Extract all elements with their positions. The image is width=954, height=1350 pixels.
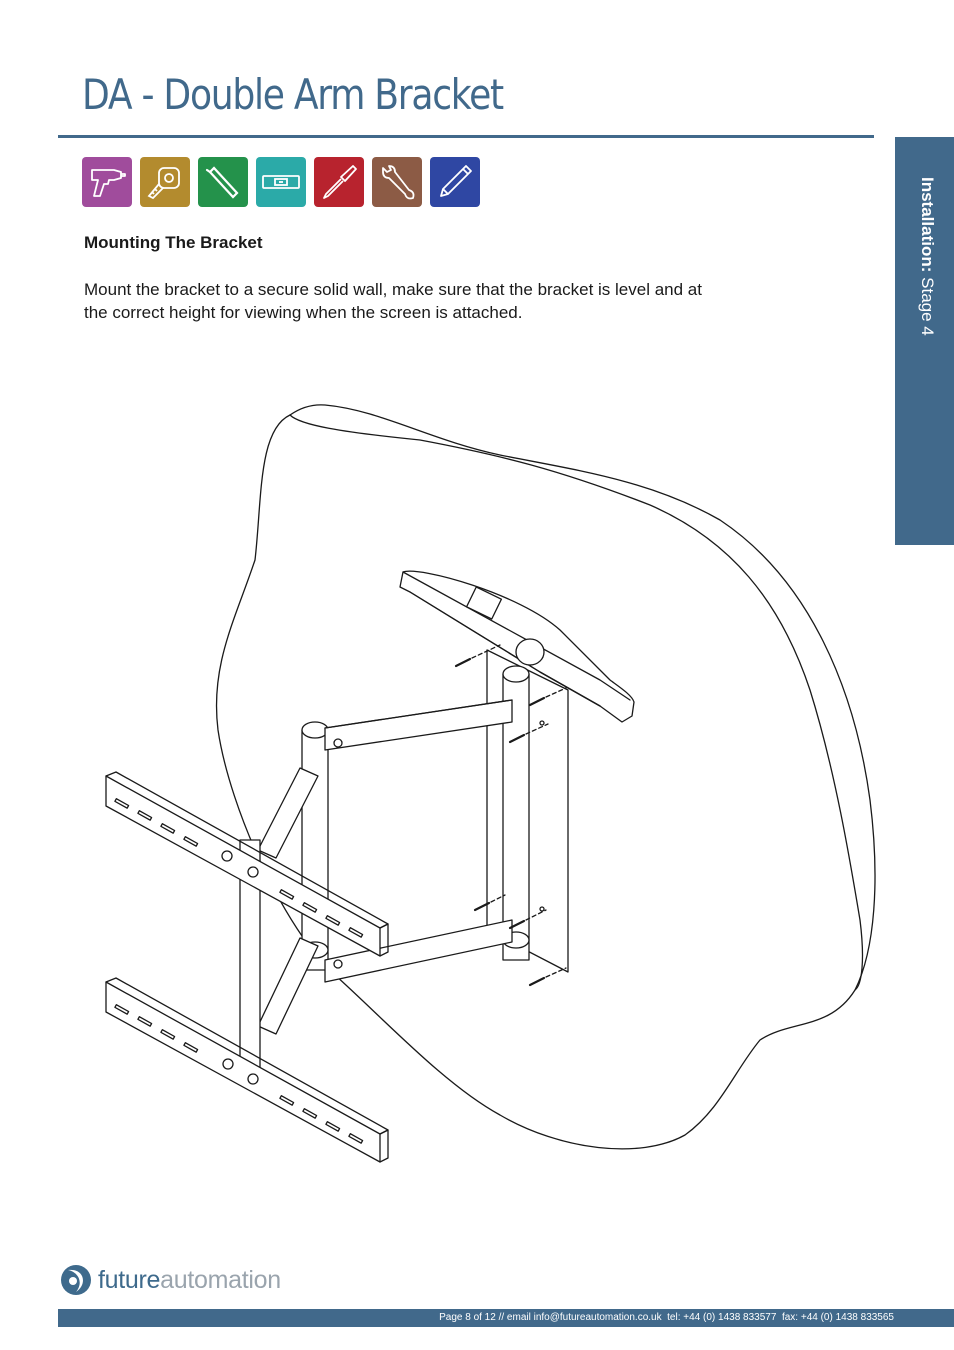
section-heading: Mounting The Bracket <box>84 233 263 252</box>
lower-brace <box>257 937 319 1035</box>
spirit-level-icon <box>256 157 306 207</box>
section-tab-label: Installation: Stage 4 <box>918 177 937 336</box>
lower-rail-slots <box>114 1004 364 1144</box>
fixing-screws <box>454 644 567 987</box>
tape-measure-icon <box>140 157 190 207</box>
lower-arm <box>324 919 513 983</box>
pencil-icon <box>430 157 480 207</box>
section-tab: Installation: Stage 4 <box>895 137 954 545</box>
upper-rail-slots <box>114 798 364 938</box>
upper-brace <box>257 767 319 859</box>
logo-wordmark: futureautomation <box>98 1265 281 1294</box>
logo-swirl-icon <box>61 1265 91 1295</box>
screwdriver-icon <box>314 157 364 207</box>
wrench-icon <box>372 157 422 207</box>
title-divider <box>58 135 874 138</box>
instruction-text: Mount the bracket to a secure solid wall… <box>84 280 702 322</box>
company-logo: futureautomation <box>58 1262 281 1298</box>
tools-required <box>82 157 480 207</box>
page-title: DA - Double Arm Bracket <box>82 70 504 119</box>
screen-pivot-post <box>301 729 329 971</box>
allen-key-icon <box>198 157 248 207</box>
page-footer: Page 8 of 12 // email info@futureautomat… <box>58 1309 954 1327</box>
bracket-mounting-diagram <box>105 404 876 1163</box>
drill-icon <box>82 157 132 207</box>
